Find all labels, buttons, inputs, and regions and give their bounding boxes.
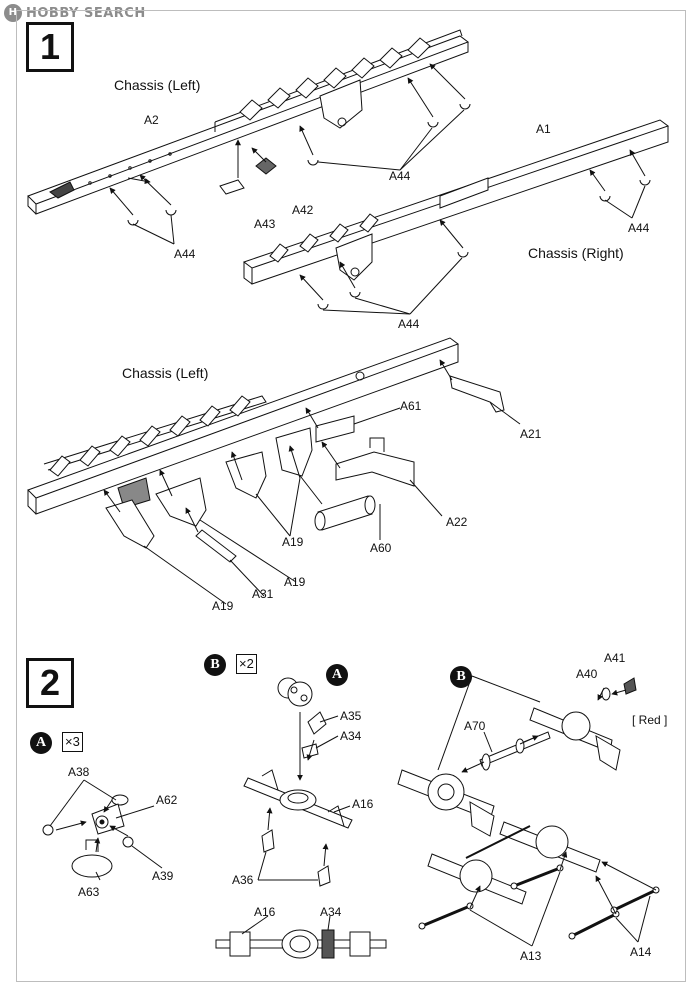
label-a70: A70 — [464, 719, 486, 733]
hook-a44 — [127, 219, 139, 226]
label-a34-top-view: A34 — [320, 905, 342, 919]
part-a60 — [314, 495, 381, 540]
label-a2: A2 — [144, 113, 159, 127]
part-a19 — [275, 427, 313, 477]
label-a61: A61 — [400, 399, 422, 413]
label-a44-left: A44 — [174, 247, 196, 261]
sub-assembly-a-hub — [42, 794, 134, 878]
axle-top-view — [215, 929, 387, 959]
marker-b: B — [204, 654, 226, 676]
watermark-text: HOBBY SEARCH — [26, 5, 146, 21]
label-a34: A34 — [340, 729, 362, 743]
label-a39: A39 — [152, 869, 174, 883]
label-a42: A42 — [292, 203, 314, 217]
label-a21: A21 — [520, 427, 542, 441]
marker-b-ref: B — [450, 666, 472, 688]
page-frame — [16, 10, 686, 982]
label-a31: A31 — [252, 587, 274, 601]
marker-a: A — [30, 732, 52, 754]
label-a19-left: A19 — [212, 599, 234, 613]
label-a19-middle: A19 — [282, 535, 304, 549]
watermark: H HOBBY SEARCH — [4, 2, 146, 24]
title-chassis-left-top: Chassis (Left) — [114, 77, 201, 93]
step-2-number: 2 — [26, 658, 74, 708]
title-chassis-right: Chassis (Right) — [528, 245, 624, 261]
part-a31 — [195, 529, 237, 563]
label-a44-right: A44 — [628, 221, 650, 235]
label-a62: A62 — [156, 793, 178, 807]
label-a14: A14 — [630, 945, 652, 959]
label-a44-middle: A44 — [389, 169, 411, 183]
label-a19-right: A19 — [284, 575, 306, 589]
label-a44-bottom: A44 — [398, 317, 420, 331]
label-red: [ Red ] — [632, 713, 668, 727]
sub-assembly-b-axle — [243, 677, 353, 887]
hobby-search-logo-icon: H — [4, 4, 22, 22]
part-a22 — [335, 451, 415, 487]
label-a43: A43 — [254, 217, 276, 231]
label-a22: A22 — [446, 515, 468, 529]
label-a16: A16 — [352, 797, 374, 811]
part-a61 — [315, 415, 355, 443]
chassis-left-rail-top — [27, 29, 470, 215]
part-a43 — [219, 179, 245, 195]
label-a1: A1 — [536, 122, 551, 136]
count-b: ×2 — [236, 654, 257, 674]
marker-a-ref: A — [326, 664, 348, 686]
chassis-right-rail — [242, 119, 670, 285]
part-a42 — [255, 157, 277, 175]
label-a16-top-view: A16 — [254, 905, 276, 919]
title-chassis-left-bottom: Chassis (Left) — [122, 365, 209, 381]
label-a60: A60 — [370, 541, 392, 555]
label-a36: A36 — [232, 873, 254, 887]
label-a40: A40 — [576, 667, 598, 681]
label-a38: A38 — [68, 765, 90, 779]
label-a63: A63 — [78, 885, 100, 899]
part-a21 — [449, 375, 505, 413]
rear-axle-assembly — [397, 677, 660, 940]
step-1-number: 1 — [26, 22, 74, 72]
label-a35: A35 — [340, 709, 362, 723]
label-a13: A13 — [520, 949, 542, 963]
count-a: ×3 — [62, 732, 83, 752]
label-a41: A41 — [604, 651, 626, 665]
chassis-left-rail-bottom — [27, 337, 460, 515]
